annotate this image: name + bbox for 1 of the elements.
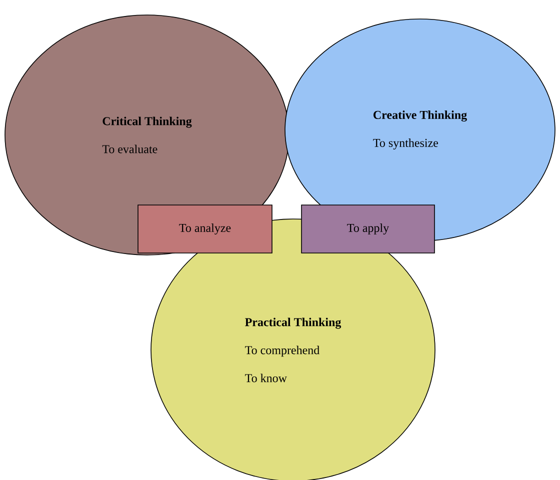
skill-box: To apply (301, 204, 435, 254)
